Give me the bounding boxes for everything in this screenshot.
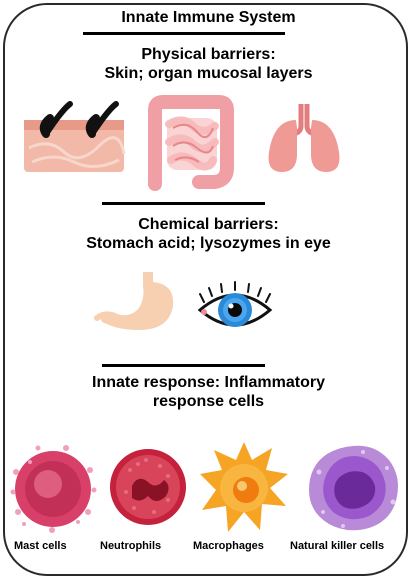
chemical-barriers-heading: Chemical barriers: Stomach acid; lysozym…: [0, 215, 417, 253]
intestine-icon: [148, 95, 234, 191]
section-divider-1: [102, 202, 265, 205]
stomach-icon: [94, 272, 174, 330]
eye-icon: [197, 281, 273, 327]
cell-label-nk: Natural killer cells: [290, 540, 385, 552]
innate-heading-line2: response cells: [152, 393, 265, 410]
diagram-title: Innate Immune System: [121, 9, 296, 26]
cell-label-macrophages: Macrophages: [193, 540, 264, 552]
diagram-frame: [3, 3, 408, 576]
physical-heading-line1: Physical barriers:: [141, 46, 276, 63]
nk-cell-icon: [309, 445, 398, 531]
cell-label-neutrophils: Neutrophils: [100, 540, 162, 552]
physical-barriers-heading: Physical barriers: Skin; organ mucosal l…: [0, 45, 417, 83]
mast-cell-icon: [10, 445, 97, 533]
skin-hair-icon: [24, 101, 126, 172]
innate-heading-line1: Innate response: Inflammatory: [92, 374, 325, 391]
title-underline: [83, 32, 285, 35]
section-divider-2: [102, 364, 265, 367]
physical-heading-line2: Skin; organ mucosal layers: [104, 65, 313, 82]
macrophage-icon: [200, 442, 288, 532]
innate-response-heading: Innate response: Inflammatory response c…: [0, 373, 417, 411]
lungs-icon: [268, 104, 340, 172]
cell-label-mast: Mast cells: [14, 540, 67, 552]
neutrophil-icon: [110, 449, 186, 525]
chemical-heading-line1: Chemical barriers:: [138, 216, 279, 233]
chemical-heading-line2: Stomach acid; lysozymes in eye: [86, 235, 331, 252]
